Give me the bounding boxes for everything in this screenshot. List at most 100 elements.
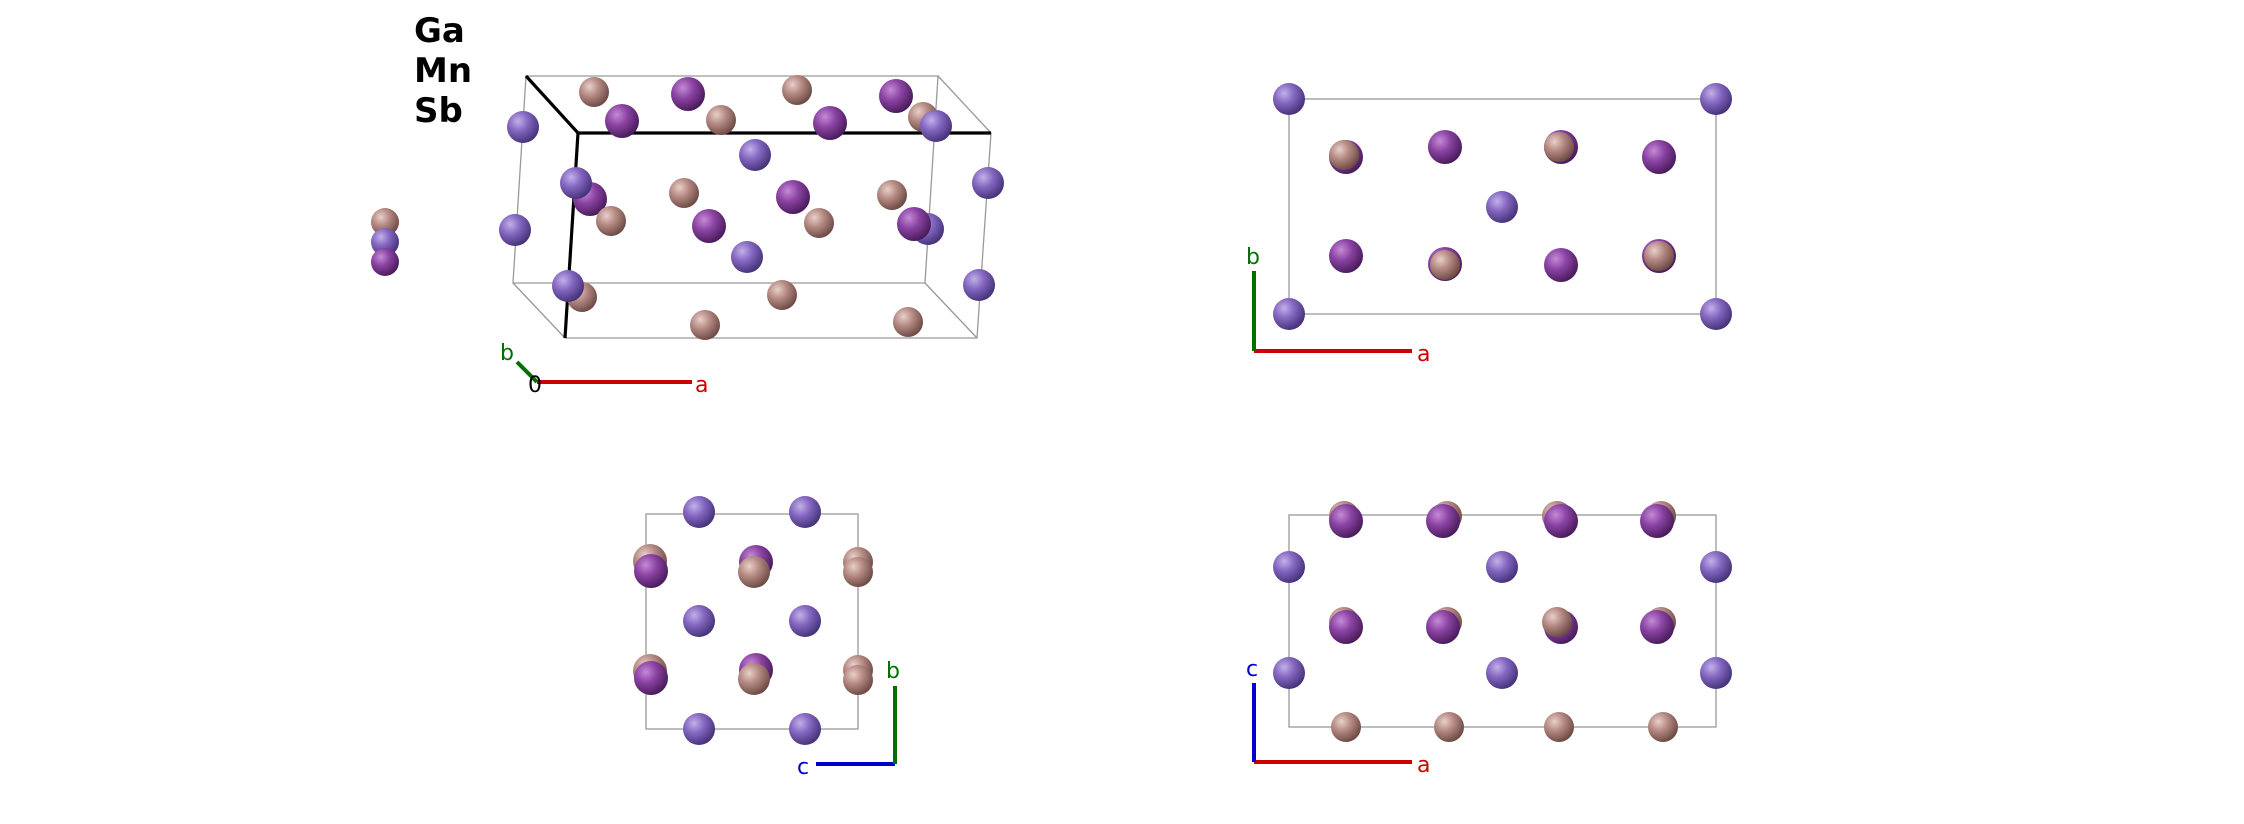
legend-ga: Ga: [414, 11, 465, 51]
sb-atom: [739, 139, 771, 171]
mn-atom: [1329, 239, 1363, 273]
sb-atom: [1486, 191, 1518, 223]
ga-atom: [371, 208, 399, 236]
ga-atom: [1329, 140, 1359, 170]
sb-atom: [731, 241, 763, 273]
sb-atom: [1700, 657, 1732, 689]
sb-atom: [1700, 83, 1732, 115]
axis-a-label: a: [1417, 342, 1430, 367]
mn-atom: [1544, 504, 1578, 538]
axis-b-label: b: [1246, 245, 1260, 270]
ga-atom: [690, 310, 720, 340]
mn-atom: [897, 207, 931, 241]
sb-atom: [371, 228, 399, 256]
ga-atom: [1544, 132, 1574, 162]
ga-atom: [669, 178, 699, 208]
mn-atom: [1426, 610, 1460, 644]
a-view-atoms: [633, 496, 873, 745]
mn-atom: [1329, 504, 1363, 538]
axis-c-label: c: [797, 755, 809, 780]
mn-atom: [776, 180, 810, 214]
sb-atom: [963, 269, 995, 301]
sb-atom: [1273, 83, 1305, 115]
perspective-axes: a b 0: [500, 341, 708, 398]
b-axis-view: a c: [1246, 501, 1732, 778]
axis-origin-label: 0: [528, 373, 542, 398]
unit-cell-outline: [1288, 98, 1717, 315]
ga-atom: [767, 280, 797, 310]
ga-atom: [596, 206, 626, 236]
axis-b-label: b: [500, 341, 514, 366]
mn-atom: [1640, 504, 1674, 538]
sb-atom: [1700, 551, 1732, 583]
ga-atom: [843, 665, 873, 695]
sb-atom: [683, 713, 715, 745]
ga-atom: [1648, 712, 1678, 742]
sb-atom: [1486, 551, 1518, 583]
element-legend: Ga Mn Sb: [414, 11, 472, 131]
sb-atom: [1486, 657, 1518, 689]
ga-atom: [1434, 712, 1464, 742]
sb-atom: [1700, 298, 1732, 330]
mn-atom: [1428, 130, 1462, 164]
ga-atom: [1331, 712, 1361, 742]
mn-atom: [879, 79, 913, 113]
mn-atom: [1329, 610, 1363, 644]
mn-atom: [692, 209, 726, 243]
c-view-atoms: [1273, 83, 1732, 330]
ga-atom: [738, 663, 770, 695]
sb-atom: [507, 111, 539, 143]
ga-atom: [738, 556, 770, 588]
unit-cell-outline: [1288, 514, 1717, 728]
sb-atom: [552, 270, 584, 302]
ga-atom: [782, 75, 812, 105]
mn-atom: [1544, 248, 1578, 282]
perspective-view: a b 0: [499, 74, 1004, 398]
mn-atom: [1642, 140, 1676, 174]
mn-atom: [671, 77, 705, 111]
ga-atom: [843, 557, 873, 587]
unit-cell-outline: [645, 513, 859, 730]
axis-a-label: a: [695, 373, 708, 398]
perspective-atoms: [499, 75, 1004, 340]
ga-atom: [579, 77, 609, 107]
a-view-axes: c b: [797, 659, 900, 780]
sb-atom: [683, 496, 715, 528]
sb-atom: [972, 167, 1004, 199]
axis-c-label: c: [1246, 657, 1258, 682]
sb-atom: [1273, 551, 1305, 583]
sb-atom: [1273, 298, 1305, 330]
legend-sb: Sb: [414, 91, 463, 131]
sb-atom: [683, 605, 715, 637]
ga-atom: [706, 105, 736, 135]
sb-atom: [560, 167, 592, 199]
b-view-axes: a c: [1246, 657, 1430, 778]
sb-atom: [789, 605, 821, 637]
mn-atom: [813, 106, 847, 140]
legend-mn: Mn: [414, 51, 472, 91]
c-axis-view: a b: [1246, 83, 1732, 367]
sb-atom: [499, 214, 531, 246]
ga-atom: [1544, 712, 1574, 742]
ga-atom: [1542, 607, 1572, 637]
axis-b-line: [515, 360, 539, 384]
mn-atom: [1426, 504, 1460, 538]
mn-atom: [371, 248, 399, 276]
a-axis-view: c b: [633, 496, 900, 780]
sb-atom: [789, 496, 821, 528]
sb-atom: [920, 110, 952, 142]
axis-b-label: b: [886, 659, 900, 684]
sb-atom: [789, 713, 821, 745]
mn-atom: [1640, 610, 1674, 644]
mn-atom: [634, 554, 668, 588]
edge-atoms: [371, 208, 399, 276]
ga-atom: [1644, 241, 1674, 271]
mn-atom: [634, 661, 668, 695]
c-view-axes: a b: [1246, 245, 1430, 367]
mn-atom: [605, 104, 639, 138]
ga-atom: [877, 180, 907, 210]
b-view-atoms: [1273, 501, 1732, 742]
axis-a-label: a: [1417, 753, 1430, 778]
ga-atom: [1430, 250, 1460, 280]
